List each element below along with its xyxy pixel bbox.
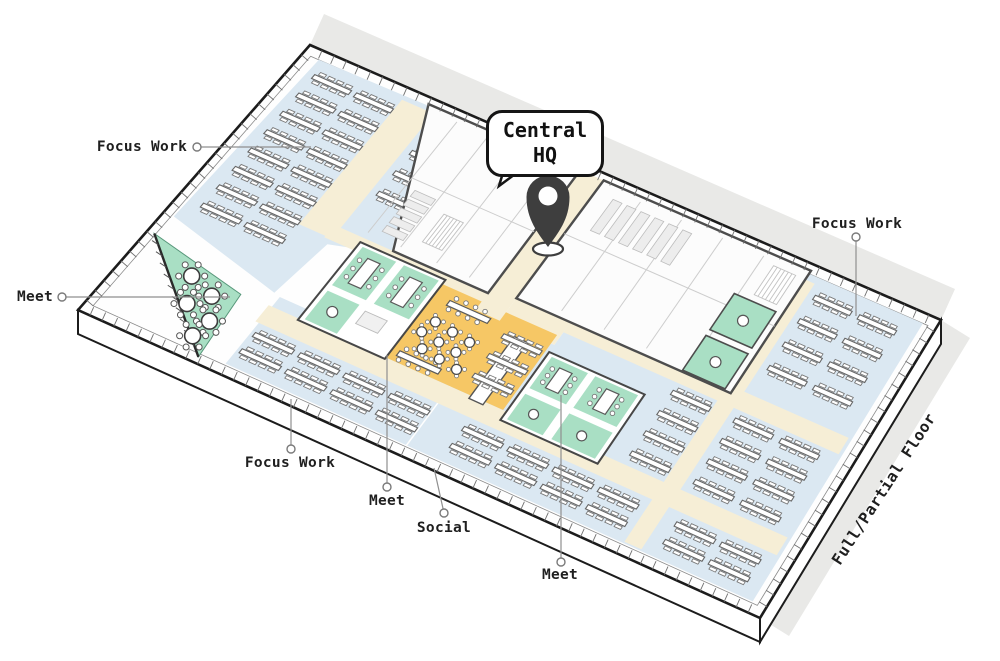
leader-dot	[57, 292, 67, 302]
leader-dot	[556, 557, 566, 567]
leader-dot	[851, 232, 861, 242]
leader-dot	[439, 508, 449, 518]
leader-dot	[192, 142, 202, 152]
desk-areas	[199, 71, 898, 586]
label-focus-work-bottom-left: Focus Work	[244, 455, 336, 471]
meeting-room-clusters	[296, 240, 647, 465]
callout-line2: HQ	[532, 143, 558, 167]
central-hq-callout: Central HQ	[486, 110, 604, 177]
label-meet-bottom: Meet	[541, 567, 579, 583]
label-meet-center: Meet	[368, 493, 406, 509]
leader-line	[433, 467, 445, 514]
label-focus-work-right: Focus Work	[811, 216, 903, 232]
pin-hole	[538, 186, 558, 206]
label-social: Social	[416, 520, 472, 536]
leader-lines	[57, 142, 861, 567]
callout-line1: Central	[502, 118, 588, 142]
social-furniture	[395, 296, 492, 379]
map-pin-icon	[526, 175, 570, 247]
leader-dot	[382, 482, 392, 492]
leader-dot	[286, 444, 296, 454]
label-focus-work-top-left: Focus Work	[96, 139, 188, 155]
meet-round-tables	[170, 261, 229, 351]
label-meet-left: Meet	[16, 289, 54, 305]
